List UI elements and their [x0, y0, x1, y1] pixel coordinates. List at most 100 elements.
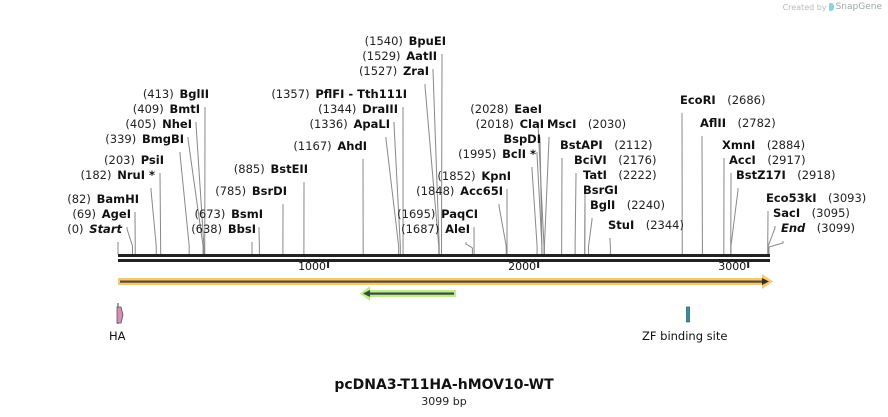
site-position: (339) [105, 132, 137, 146]
restriction-site-label[interactable]: BstZ17I (2918) [736, 169, 835, 182]
restriction-site-label[interactable]: SacI (3095) [773, 207, 850, 220]
restriction-site-label[interactable]: (1167) AhdI [293, 140, 367, 153]
site-position: (885) [233, 162, 265, 176]
restriction-site-label[interactable]: (69) AgeI [72, 208, 131, 221]
restriction-site-label[interactable]: (638) BbsI [191, 223, 256, 236]
site-enzyme-name: SacI [773, 206, 801, 220]
site-enzyme-name: AatII [406, 49, 437, 63]
site-enzyme-name: BpuEI [408, 34, 446, 48]
restriction-site-label[interactable]: Eco53kI (3093) [766, 192, 866, 205]
restriction-site-label[interactable]: BciVI (2176) [574, 154, 656, 167]
site-enzyme-name: BstZ17I [736, 168, 786, 182]
site-position: (2686) [727, 93, 766, 107]
restriction-site-label[interactable]: EcoRI (2686) [680, 94, 765, 107]
restriction-site-label[interactable]: End (3099) [781, 222, 855, 235]
ruler-tick-mark [327, 262, 330, 268]
site-position: (1687) [401, 222, 440, 236]
site-leader-line [574, 173, 577, 254]
site-position: (3095) [811, 206, 850, 220]
restriction-site-label[interactable]: (82) BamHI [67, 193, 139, 206]
site-leader-line [768, 241, 784, 254]
restriction-site-label[interactable]: (1344) DraIII [318, 103, 398, 116]
snapgene-logo-icon [828, 3, 834, 11]
restriction-site-label[interactable]: BsrGI [583, 184, 630, 197]
restriction-site-label[interactable]: AccI (2917) [729, 154, 806, 167]
site-enzyme-name: End [781, 221, 806, 235]
restriction-site-label[interactable]: AflII (2782) [700, 117, 776, 130]
site-enzyme-name: AflII [700, 116, 726, 130]
site-position: (1540) [364, 34, 403, 48]
site-leader-line [195, 122, 205, 254]
site-enzyme-name: NruI * [117, 168, 155, 182]
restriction-site-label[interactable]: (182) NruI * [81, 169, 155, 182]
site-enzyme-name: AhdI [337, 139, 367, 153]
restriction-site-label[interactable]: (885) BstEII [234, 163, 308, 176]
site-position: (405) [125, 117, 157, 131]
restriction-site-label[interactable]: (409) BmtI [133, 103, 200, 116]
restriction-site-label[interactable]: (405) NheI [125, 118, 192, 131]
restriction-site-label[interactable]: (1527) ZraI [359, 65, 429, 78]
restriction-site-label[interactable]: (1529) AatII [362, 50, 437, 63]
restriction-site-label[interactable]: (1695) PaqCI [397, 208, 478, 221]
ruler-tick-label: 3000 [718, 260, 747, 273]
site-enzyme-name: PflFI - Tth111I [315, 87, 407, 101]
reverse-feature-arrow[interactable] [360, 286, 456, 301]
plasmid-name: pcDNA3-T11HA-hMOV10-WT [334, 377, 554, 393]
restriction-site-label[interactable]: (1848) Acc65I [416, 185, 503, 198]
site-position: (785) [215, 184, 247, 198]
ruler-ticks [327, 262, 750, 268]
restriction-site-label[interactable]: (0) Start [67, 223, 122, 236]
restriction-site-label[interactable]: (1336) ApaLI [310, 118, 391, 131]
restriction-site-label[interactable]: (1357) PflFI - Tth111I [271, 88, 407, 101]
restriction-site-label[interactable]: (203) PsiI [104, 154, 164, 167]
site-position: (1357) [271, 87, 310, 101]
site-enzyme-name: BstAPI [560, 138, 603, 152]
site-leader-line [543, 137, 550, 254]
restriction-site-label[interactable]: (339) BmgBI [105, 133, 184, 146]
site-enzyme-name: Acc65I [460, 184, 503, 198]
site-leader-line [588, 218, 593, 254]
restriction-site-label[interactable]: StuI (2344) [608, 219, 684, 232]
ha-feature-marker[interactable] [116, 303, 124, 324]
restriction-site-label[interactable]: (2018) ClaI [476, 118, 544, 131]
site-position: (2018) [475, 117, 514, 131]
restriction-site-label[interactable]: TatI (2222) [583, 169, 657, 182]
restriction-site-label[interactable]: (1540) BpuEI [365, 35, 446, 48]
site-position: (1852) [437, 169, 476, 183]
restriction-site-label[interactable]: BstAPI (2112) [560, 139, 652, 152]
site-enzyme-name: AgeI [101, 207, 131, 221]
ruler-tick-mark [747, 262, 750, 268]
site-position: (638) [191, 222, 223, 236]
restriction-site-label[interactable]: XmnI (2884) [722, 139, 805, 152]
site-enzyme-name: BspDI [503, 132, 541, 146]
restriction-site-label[interactable]: MscI (2030) [547, 118, 626, 131]
restriction-site-label[interactable]: (673) BsmI [194, 208, 263, 221]
forward-feature-arrow[interactable] [118, 274, 773, 289]
restriction-site-label[interactable]: BspDI [498, 133, 541, 146]
site-leader-line [531, 167, 538, 254]
site-enzyme-name: BglI [590, 198, 616, 212]
restriction-site-label[interactable]: (1687) AleI [401, 223, 470, 236]
zf-binding-site-label: ZF binding site [642, 329, 728, 343]
restriction-site-label[interactable]: (785) BsrDI [215, 185, 287, 198]
site-position: (2918) [797, 168, 836, 182]
site-enzyme-name: BsrGI [583, 183, 618, 197]
restriction-site-label[interactable]: (1852) KpnI [437, 170, 511, 183]
site-enzyme-name: AleI [445, 222, 470, 236]
ruler-tick-label: 1000 [298, 260, 327, 273]
restriction-site-label[interactable]: (413) BglII [143, 88, 209, 101]
restriction-site-label[interactable]: (1995) BclI * [458, 148, 536, 161]
site-leader-line [385, 137, 400, 254]
site-position: (1695) [397, 207, 436, 221]
site-leader-line [767, 226, 776, 254]
site-position: (2917) [767, 153, 806, 167]
site-position: (1995) [458, 147, 497, 161]
site-position: (1167) [293, 139, 332, 153]
restriction-site-label[interactable]: (2028) EaeI [470, 103, 542, 116]
zf-binding-site-marker[interactable] [686, 306, 690, 323]
site-leader-line [730, 188, 739, 254]
site-enzyme-name: EcoRI [680, 93, 716, 107]
restriction-site-label[interactable]: BglI (2240) [590, 199, 665, 212]
site-position: (409) [132, 102, 164, 116]
site-position: (1344) [318, 102, 357, 116]
